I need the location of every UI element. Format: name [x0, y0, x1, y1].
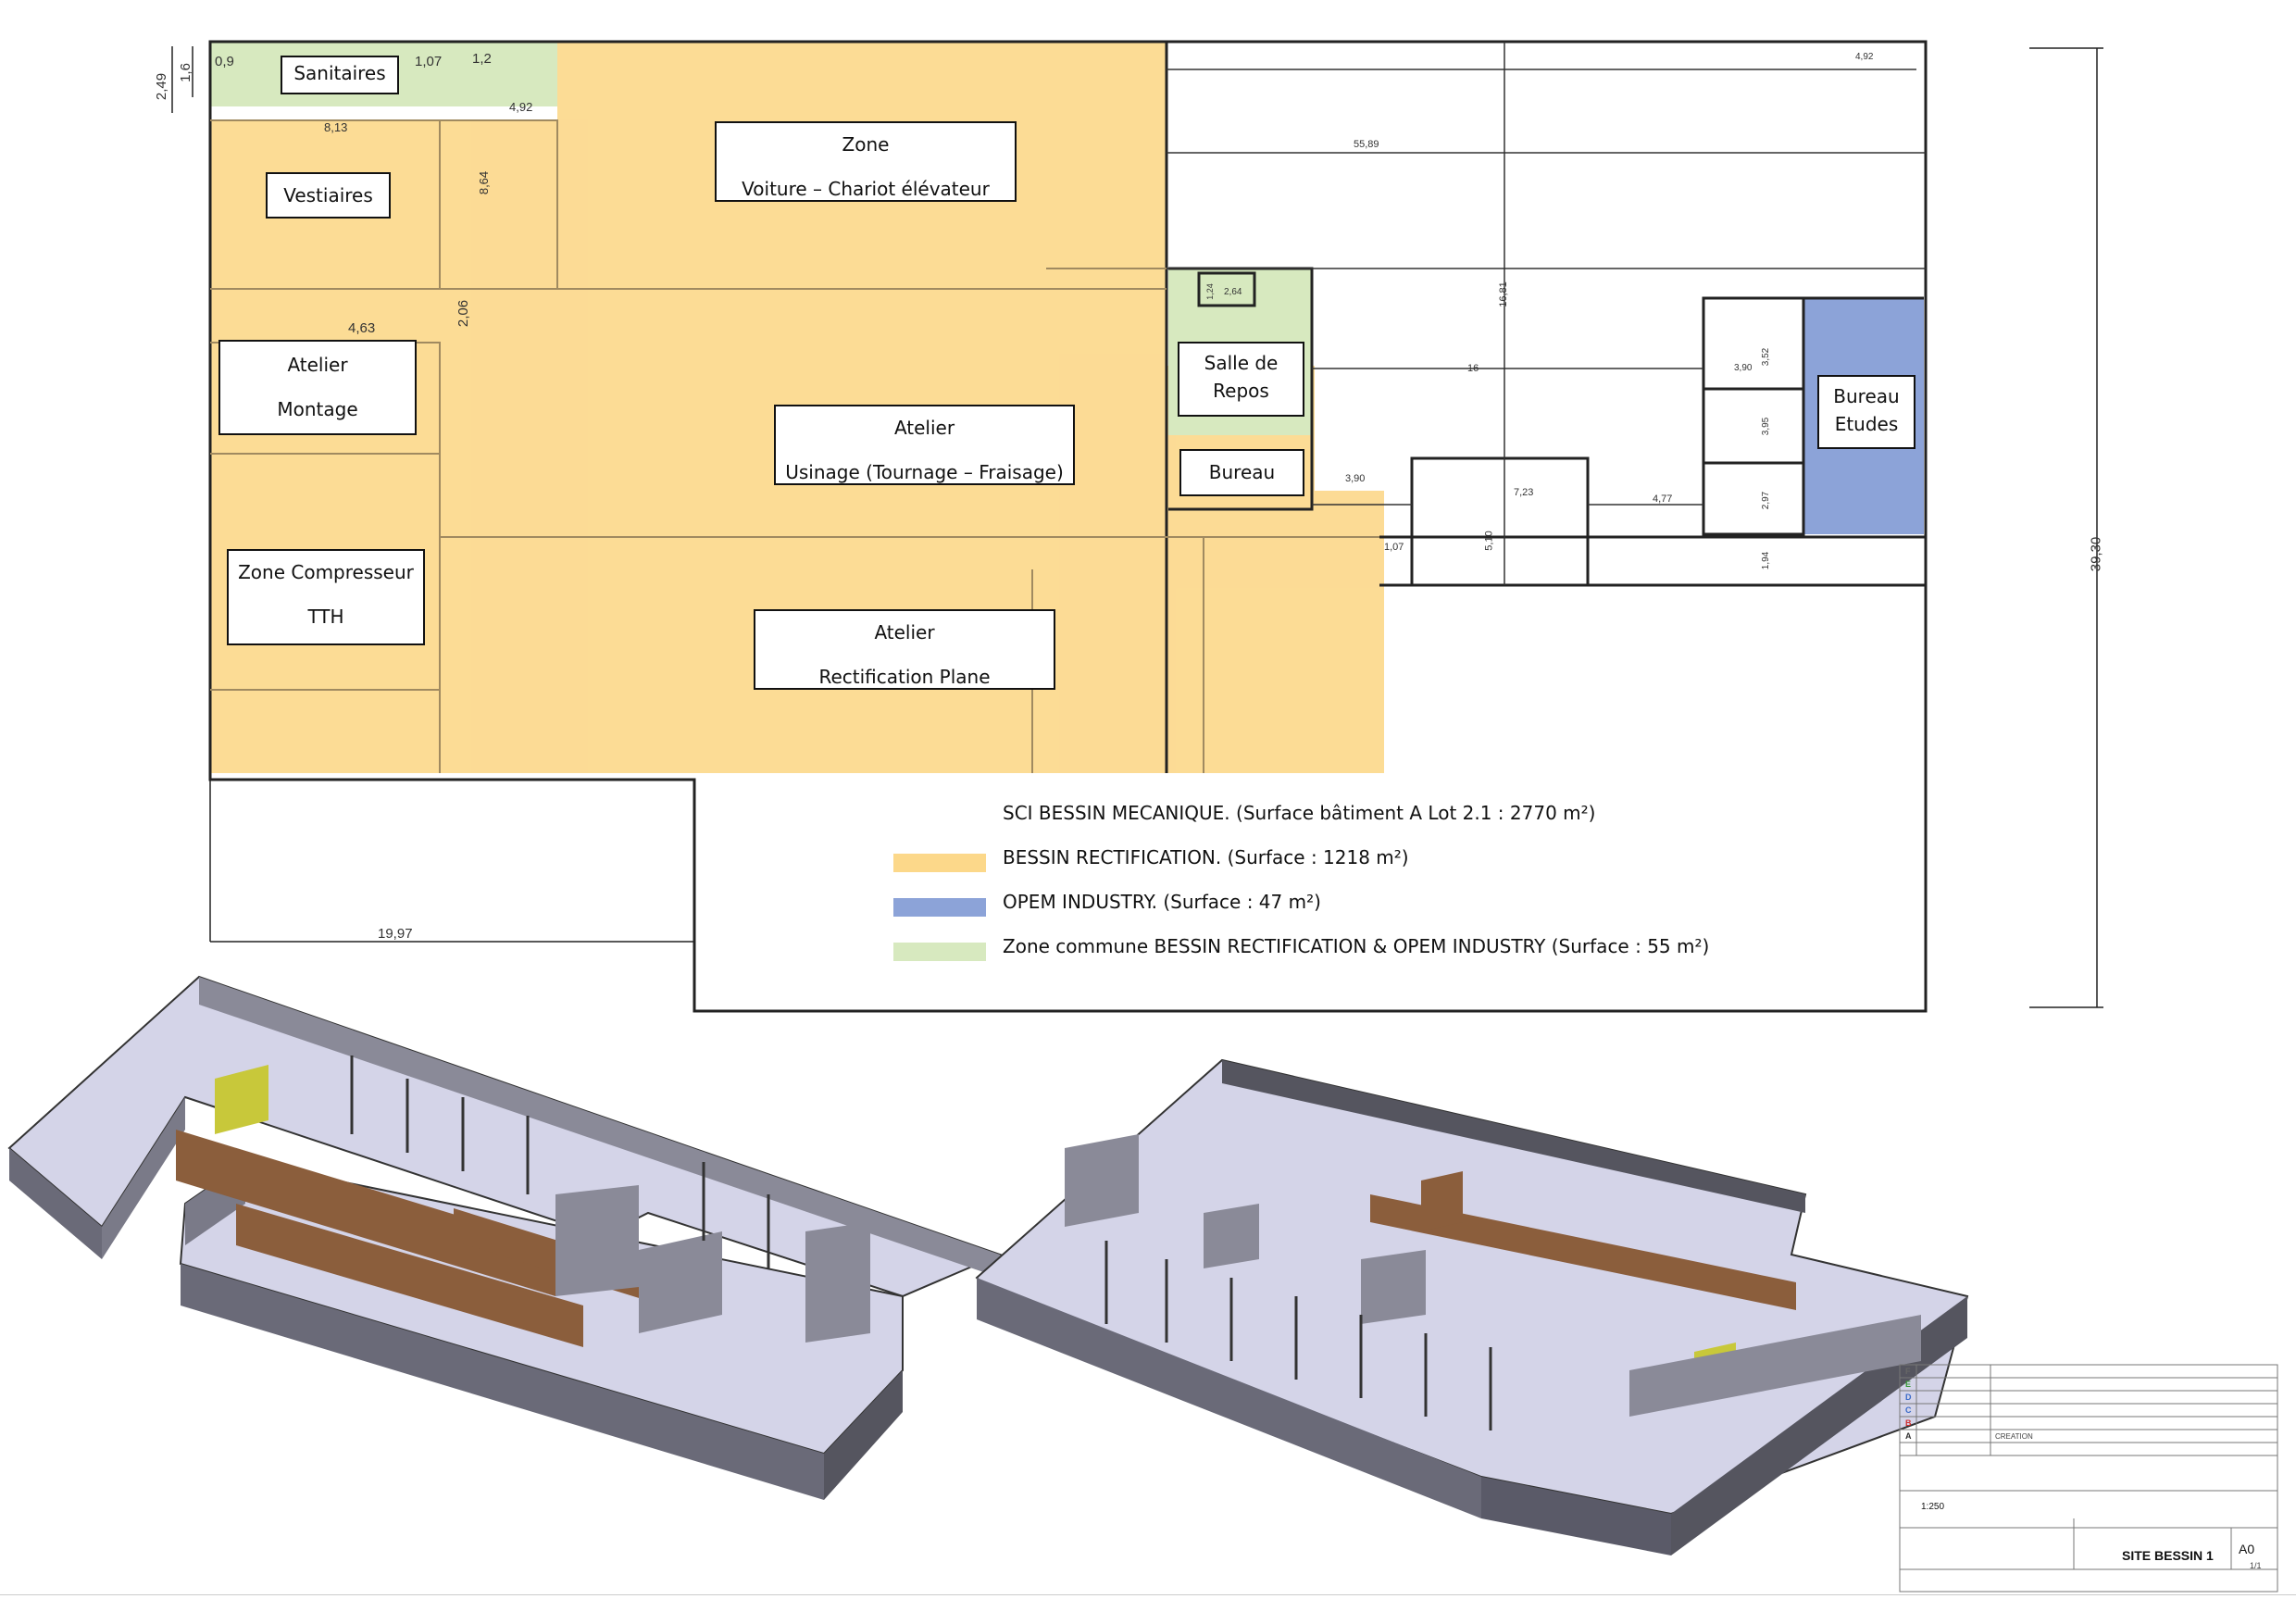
room-label-vestiaires: Vestiaires	[266, 172, 391, 219]
dimension-label: 1,24	[1204, 283, 1215, 300]
room-name-line1: Atelier	[287, 354, 348, 376]
room-name-line1: Atelier	[893, 417, 955, 439]
isometric-view-right	[975, 1058, 1969, 1555]
dimension-label: 2,64	[1224, 287, 1242, 297]
dimension-label: 2,49	[154, 72, 170, 101]
dimension-label: 8,13	[324, 120, 348, 134]
grid-lines	[1167, 42, 1926, 585]
dimension-label: 3,95	[1761, 417, 1772, 436]
legend-item-text: Zone commune BESSIN RECTIFICATION & OPEM…	[1003, 935, 1710, 957]
room-label-salle-repos: Salle de Repos	[1178, 342, 1304, 417]
room-name-line1: Zone Compresseur	[238, 561, 414, 583]
room-label-atelier-rectification: Atelier Rectification Plane	[754, 609, 1055, 690]
dimension-label: 1,07	[415, 54, 443, 69]
dimension-label: 4,92	[509, 100, 533, 114]
room-name-line1: Salle de	[1204, 352, 1279, 374]
room-name-line2: Montage	[277, 398, 358, 420]
site-name: SITE BESSIN 1	[2122, 1548, 2214, 1563]
dimension-label: 16,81	[1497, 281, 1509, 307]
dimension-label: 4,77	[1653, 493, 1673, 505]
room-label-bureau-etudes: Bureau Etudes	[1817, 375, 1915, 449]
legend-header-text: SCI BESSIN MECANIQUE. (Surface bâtiment …	[1003, 802, 1596, 824]
room-label-sanitaires: Sanitaires	[281, 56, 399, 94]
room-name-line1: Atelier	[874, 621, 935, 643]
revision-letter: D	[1905, 1393, 1912, 1402]
title-block-grid	[1899, 1364, 2278, 1593]
legend-item-text: BESSIN RECTIFICATION. (Surface : 1218 m²…	[1003, 846, 1409, 868]
dimension-label: 16	[1467, 363, 1479, 374]
dimension-label: 5,10	[1483, 531, 1495, 551]
dimension-label: 3,52	[1761, 347, 1772, 367]
scale-value: 1:250	[1921, 1502, 1945, 1512]
room-name-line2: Repos	[1213, 380, 1269, 402]
legend-item-text: OPEM INDUSTRY. (Surface : 47 m²)	[1003, 891, 1321, 913]
room-label-zone-compresseur: Zone Compresseur TTH	[227, 549, 425, 645]
dimension-label: 1,2	[472, 51, 492, 67]
room-label-zone-voiture: Zone Voiture – Chariot élévateur	[715, 121, 1017, 202]
room-name-line2: Etudes	[1834, 413, 1899, 435]
room-label-bureau: Bureau	[1179, 449, 1304, 496]
revision-letter: E	[1905, 1380, 1912, 1389]
room-name: Sanitaires	[293, 62, 386, 84]
room-name-line1: Bureau	[1833, 385, 1900, 407]
dimension-label: 0,9	[215, 54, 234, 69]
page-bottom-rule	[0, 1594, 2296, 1595]
sheet-number: 1/1	[2250, 1561, 2262, 1570]
dimension-label: 2,06	[455, 299, 472, 328]
revision-letter: A	[1905, 1431, 1912, 1441]
dimension-label: 55,89	[1354, 139, 1379, 150]
room-label-atelier-montage: Atelier Montage	[218, 340, 417, 435]
dimension-label: 3,90	[1734, 363, 1753, 373]
revision-creation: CREATION	[1995, 1432, 2033, 1441]
room-name-line2: Usinage (Tournage – Fraisage)	[785, 461, 1064, 483]
dimension-label: 1,6	[177, 63, 193, 82]
room-name-line2: Voiture – Chariot élévateur	[742, 178, 990, 200]
room-name: Vestiaires	[283, 184, 373, 206]
dimension-label: 4,63	[348, 320, 376, 336]
room-label-atelier-usinage: Atelier Usinage (Tournage – Fraisage)	[774, 405, 1075, 485]
dimension-label: 1,07	[1384, 542, 1404, 553]
isometric-view-left	[7, 975, 1003, 1500]
room-name-line2: TTH	[307, 606, 344, 628]
dimension-label: 39,30	[2088, 536, 2104, 572]
dimension-lines	[171, 46, 2103, 1008]
sheet-format: A0	[2239, 1542, 2255, 1556]
dimension-label: 2,97	[1761, 491, 1772, 510]
dimension-label: 1,94	[1761, 551, 1772, 570]
legend-swatch-bessin	[893, 854, 986, 872]
room-name-line2: Rectification Plane	[818, 666, 991, 688]
dimension-label: 7,23	[1514, 487, 1534, 498]
dimension-label: 19,97	[378, 926, 413, 942]
revision-letter: F	[1905, 1367, 1911, 1376]
legend-swatch-commune	[893, 943, 986, 961]
dimension-label: 3,90	[1345, 473, 1366, 484]
dimension-label: 4,92	[1855, 52, 1874, 62]
revision-letter: C	[1905, 1405, 1912, 1415]
legend-swatch-opem	[893, 898, 986, 917]
revision-letter: B	[1905, 1418, 1912, 1428]
dimension-label: 8,64	[477, 170, 492, 195]
room-name-line1: Zone	[842, 133, 890, 156]
room-name: Bureau	[1208, 461, 1276, 483]
